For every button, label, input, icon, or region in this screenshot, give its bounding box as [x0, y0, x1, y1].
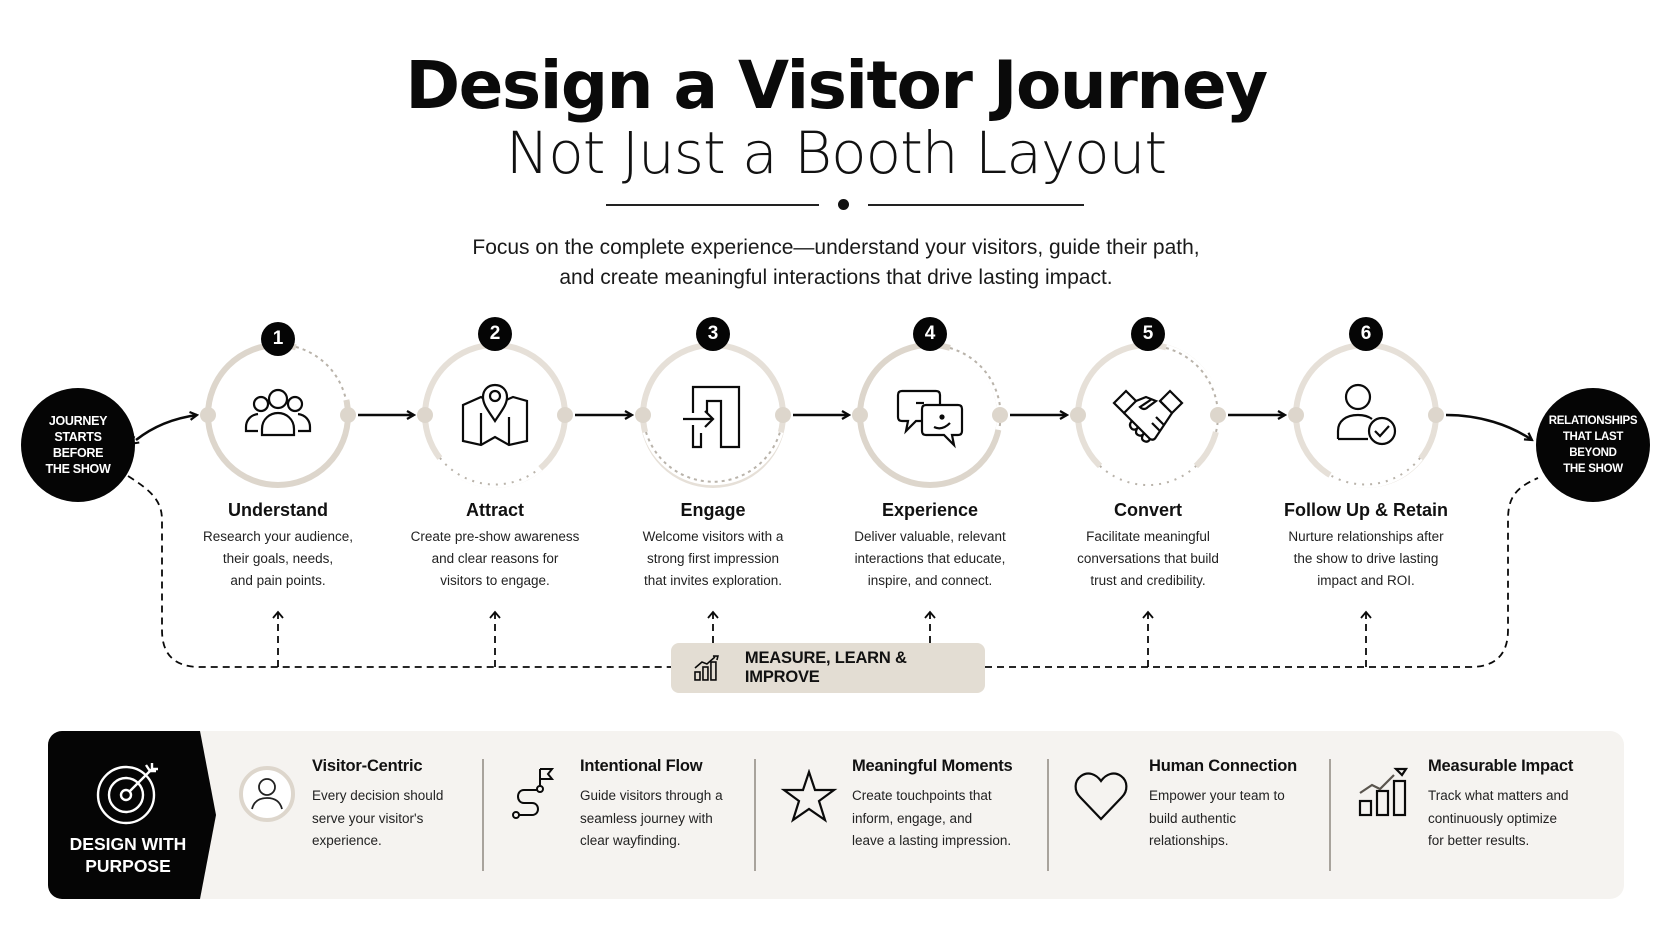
user-circle-icon: [239, 766, 295, 822]
step-3-badge: 3: [696, 317, 730, 351]
chat-bubbles-icon: [896, 389, 964, 449]
pillar-divider: [754, 759, 756, 871]
step-6-text: Follow Up & Retain Nurture relationships…: [1256, 498, 1476, 592]
pillar-2-title: Intentional Flow: [580, 757, 703, 775]
intro-text: Focus on the complete experience—underst…: [0, 233, 1672, 293]
enter-door-icon: [683, 385, 741, 449]
target-arrow-icon: [96, 763, 158, 825]
page-title: Design a Visitor Journey: [405, 47, 1268, 124]
step-6-badge: 6: [1349, 317, 1383, 351]
measure-label: MEASURE, LEARN & IMPROVE: [744, 649, 907, 686]
pillar-1-description: Every decision should serve your visitor…: [312, 788, 444, 848]
user-check-icon: [1336, 383, 1397, 446]
pillar-2-description: Guide visitors through a seamless journe…: [580, 788, 723, 848]
step-2-title: Attract: [465, 500, 524, 520]
step-4-text: Experience Deliver valuable, relevant in…: [830, 498, 1030, 592]
title-divider-right: [868, 204, 1084, 206]
route-flag-icon: [512, 768, 555, 819]
step-3-title: Engage: [680, 500, 746, 520]
people-group-icon: [244, 388, 312, 437]
intro-line-1: Focus on the complete experience—underst…: [472, 236, 1200, 259]
purpose-panel: [48, 731, 216, 899]
pillar-4-description: Empower your team to build authentic rel…: [1149, 788, 1285, 848]
step-2-badge: 2: [478, 317, 512, 351]
growth-chart-icon: [1358, 767, 1409, 817]
map-pin-icon: [461, 383, 529, 447]
feedback-loop: [127, 475, 1539, 668]
pillar-divider: [1329, 759, 1331, 871]
step-4-badge: 4: [913, 317, 947, 351]
step-5-title: Convert: [1113, 500, 1182, 520]
intro-line-2: and create meaningful interactions that …: [559, 266, 1113, 289]
journey-end-circle: RELATIONSHIPS THAT LAST BEYOND THE SHOW: [1536, 388, 1650, 502]
heart-icon: [1074, 772, 1128, 821]
step-1-text: Understand Research your audience, their…: [178, 498, 378, 592]
star-icon: [780, 769, 838, 823]
ring-connector-dots: [200, 407, 1444, 423]
step-2-description: Create pre-show awareness and clear reas…: [410, 529, 580, 588]
measure-learn-improve-box: MEASURE, LEARN & IMPROVE: [671, 643, 985, 693]
step-6-description: Nurture relationships after the show to …: [1288, 529, 1444, 588]
step-4-description: Deliver valuable, relevant interactions …: [854, 529, 1006, 588]
page-subtitle: Not Just a Booth Layout: [505, 119, 1167, 187]
journey-end-label: RELATIONSHIPS THAT LAST BEYOND THE SHOW: [1548, 415, 1638, 475]
journey-start-label: JOURNEY STARTS BEFORE THE SHOW: [45, 414, 111, 476]
handshake-icon: [1112, 389, 1184, 443]
step-3-text: Engage Welcome visitors with a strong fi…: [613, 498, 813, 592]
pillar-4-title: Human Connection: [1149, 757, 1298, 775]
step-arrows: [136, 415, 1532, 440]
pillar-5-description: Track what matters and continuously opti…: [1428, 788, 1569, 848]
purpose-label: DESIGN WITH PURPOSE: [69, 834, 187, 876]
design-with-purpose-bar: DESIGN WITH PURPOSE Visitor-Centric Ever…: [48, 731, 1624, 899]
step-5-description: Facilitate meaningful conversations that…: [1077, 529, 1219, 588]
growth-chart-icon: [694, 655, 719, 681]
step-2-text: Attract Create pre-show awareness and cl…: [395, 498, 595, 592]
pillar-divider: [482, 759, 484, 871]
pillar-1-title: Visitor-Centric: [312, 757, 423, 775]
step-1-title: Understand: [227, 500, 328, 520]
step-3-description: Welcome visitors with a strong first imp…: [642, 529, 784, 588]
pillar-5-title: Measurable Impact: [1428, 757, 1574, 775]
step-1-description: Research your audience, their goals, nee…: [202, 529, 354, 588]
title-divider-left: [606, 204, 819, 206]
step-4-title: Experience: [881, 500, 979, 520]
pillar-3-title: Meaningful Moments: [852, 757, 1013, 775]
journey-start-circle: JOURNEY STARTS BEFORE THE SHOW: [21, 388, 135, 502]
step-6-title: Follow Up & Retain: [1284, 500, 1448, 520]
pillar-divider: [1047, 759, 1049, 871]
step-1-badge: 1: [261, 322, 295, 356]
step-5-text: Convert Facilitate meaningful conversati…: [1048, 498, 1248, 592]
step-5-badge: 5: [1131, 317, 1165, 351]
pillar-3-description: Create touchpoints that inform, engage, …: [852, 788, 1012, 848]
title-divider-dot: [838, 199, 849, 210]
